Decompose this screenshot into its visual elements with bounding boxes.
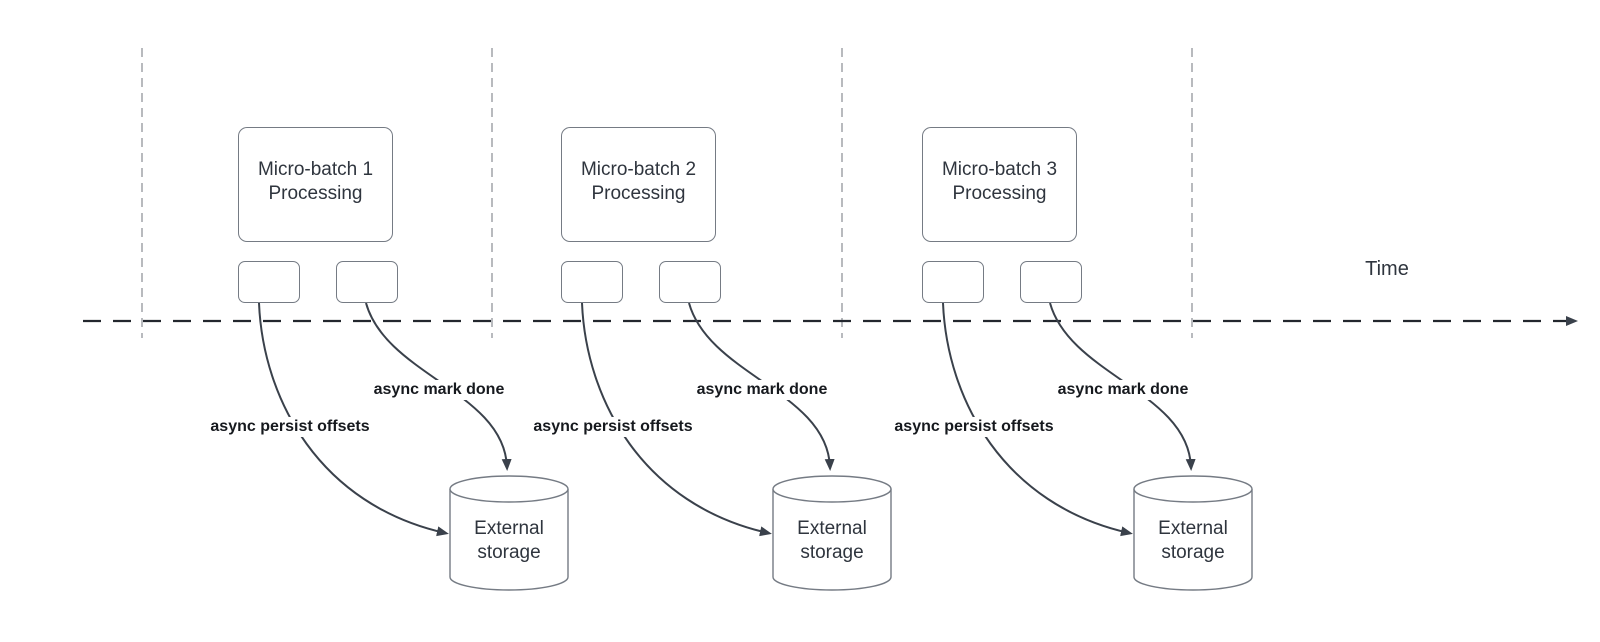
persist-offsets-label: async persist offsets — [884, 417, 1064, 437]
mark-done-task-box — [1020, 261, 1082, 303]
persist-offsets-task-box — [922, 261, 984, 303]
storage-cylinder-body — [1133, 489, 1253, 591]
persist-offsets-label: async persist offsets — [523, 417, 703, 437]
microbatch-processing-box: Micro-batch 1 Processing — [238, 127, 393, 242]
persist-offsets-label: async persist offsets — [200, 417, 380, 437]
external-storage-label: External storage — [1158, 518, 1228, 563]
persist-offsets-connector — [258, 302, 449, 537]
mark-done-label: async mark done — [1048, 380, 1198, 400]
storage-cylinder-body — [449, 489, 569, 591]
mark-done-label: async mark done — [687, 380, 837, 400]
external-storage-label: External storage — [797, 518, 867, 563]
storage-cylinder-top — [772, 475, 892, 503]
mark-done-task-box — [659, 261, 721, 303]
mark-done-label: async mark done — [364, 380, 514, 400]
storage-cylinder-body — [772, 489, 892, 591]
time-axis-label: Time — [1365, 258, 1409, 280]
persist-offsets-connector — [942, 302, 1133, 537]
persist-offsets-task-box — [561, 261, 623, 303]
storage-cylinder-top — [449, 475, 569, 503]
persist-offsets-connector — [581, 302, 772, 537]
microbatch-processing-box: Micro-batch 2 Processing — [561, 127, 716, 242]
mark-done-task-box — [336, 261, 398, 303]
persist-offsets-task-box — [238, 261, 300, 303]
microbatch-processing-box: Micro-batch 3 Processing — [922, 127, 1077, 242]
storage-cylinder-top — [1133, 475, 1253, 503]
external-storage-label: External storage — [474, 518, 544, 563]
